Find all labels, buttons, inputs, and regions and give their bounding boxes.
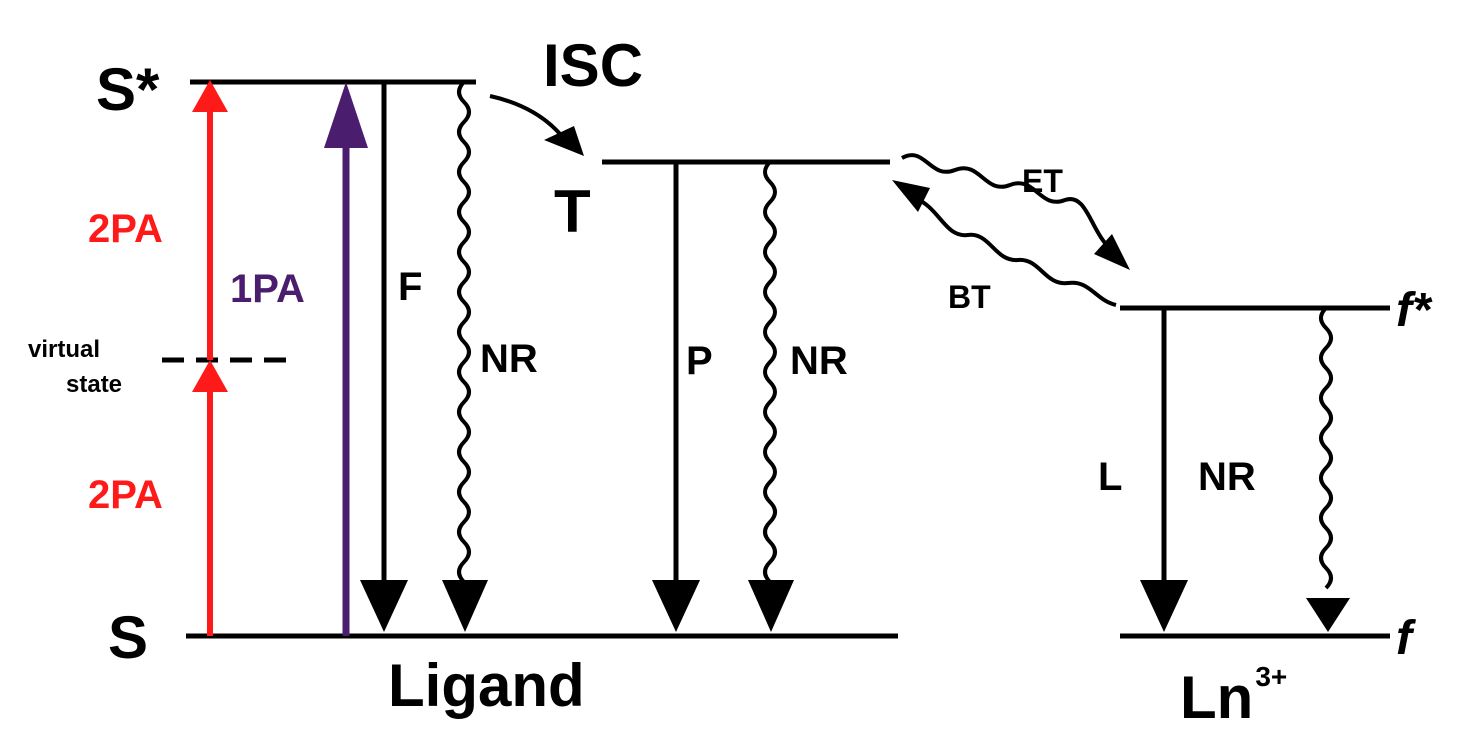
fluorescence-arrowhead [360, 580, 408, 632]
label-f-process: F [398, 265, 422, 309]
et-arrowhead [1094, 234, 1130, 270]
nr-singlet-wavy [457, 80, 471, 584]
one-pa-arrowhead [324, 82, 368, 148]
label-l: L [1098, 455, 1122, 499]
nr-singlet-arrowhead [442, 580, 488, 632]
phosphorescence-arrowhead [652, 580, 700, 632]
nr-lanthanide-wavy [1319, 306, 1333, 590]
et-wavy-arrow [901, 153, 1107, 245]
label-isc: ISC [543, 32, 643, 99]
label-f: f [1396, 612, 1416, 665]
bt-wavy-arrow [914, 196, 1117, 307]
label-nr-singlet: NR [480, 337, 538, 381]
label-s: S [108, 604, 148, 671]
label-s-star: S* [96, 56, 160, 123]
label-2pa-lower: 2PA [88, 473, 163, 517]
luminescence-arrowhead [1140, 580, 1188, 632]
isc-arrowhead [544, 126, 584, 156]
isc-arrow [489, 94, 562, 136]
bt-arrowhead [892, 180, 930, 212]
label-bt: BT [948, 279, 991, 315]
label-p: P [686, 339, 713, 383]
label-t: T [554, 178, 591, 245]
nr-triplet-wavy [763, 160, 777, 584]
label-et: ET [1022, 163, 1063, 199]
label-nr-lanthanide: NR [1198, 455, 1256, 499]
two-pa-arrowhead-lower [192, 360, 228, 392]
label-1pa: 1PA [230, 267, 305, 311]
label-nr-triplet: NR [790, 339, 848, 383]
nr-triplet-arrowhead [748, 580, 794, 632]
label-2pa-upper: 2PA [88, 207, 163, 251]
nr-lanthanide-arrowhead [1306, 598, 1350, 632]
lanthanide-base: Ln [1180, 664, 1253, 731]
two-pa-arrowhead-upper [192, 80, 228, 112]
label-virtual-line2: state [66, 371, 122, 398]
lanthanide-charge: 3+ [1255, 661, 1287, 692]
label-f-star: f* [1396, 284, 1433, 337]
label-virtual-line1: virtual [28, 336, 100, 363]
label-lanthanide: Ln3+ [1180, 661, 1287, 731]
label-ligand: Ligand [388, 652, 585, 719]
